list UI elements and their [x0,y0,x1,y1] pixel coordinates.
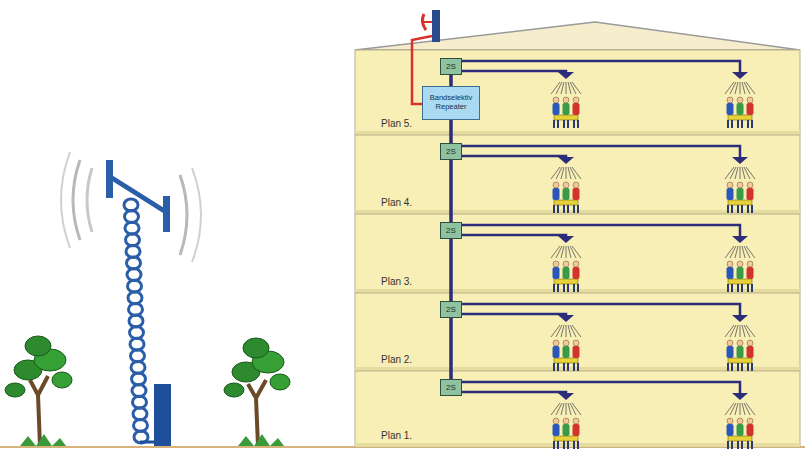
splitter-label: 2S [446,383,456,392]
floor-band: Plan 5. 2S Bandselektiv Repeater [355,50,800,135]
splitter-label: 2S [446,305,456,314]
coax-cable [450,239,453,301]
floor-band: Plan 2. 2S [355,293,800,371]
floor-label: Plan 2. [381,354,412,365]
splitter-label: 2S [446,62,456,71]
floor-band: Plan 3. 2S [355,214,800,293]
floor-label: Plan 1. [381,430,412,441]
splitter-label: 2S [446,147,456,156]
splitter-box: 2S [440,379,462,396]
splitter-label: 2S [446,226,456,235]
floor-label: Plan 3. [381,276,412,287]
tree [5,336,72,446]
splitter-box: 2S [440,301,462,318]
floor-band: Plan 1. 2S [355,371,800,447]
building-floors [355,50,800,447]
repeater-box: Bandselektiv Repeater [422,86,480,120]
coax-cable [450,75,453,86]
splitter-box: 2S [440,143,462,160]
roof [355,22,800,50]
coax-cable [450,120,453,143]
splitter-box: 2S [440,222,462,239]
coax-cable [450,318,453,379]
coax-cable [450,160,453,222]
cell-tower [61,152,201,446]
repeater-label: Bandselektiv Repeater [426,94,476,111]
splitter-box: 2S [440,58,462,75]
floor-label: Plan 4. [381,197,412,208]
floor-label: Plan 5. [381,118,412,129]
floor-band: Plan 4. 2S [355,135,800,214]
tree [224,338,290,446]
indoor-antennas [462,61,755,449]
